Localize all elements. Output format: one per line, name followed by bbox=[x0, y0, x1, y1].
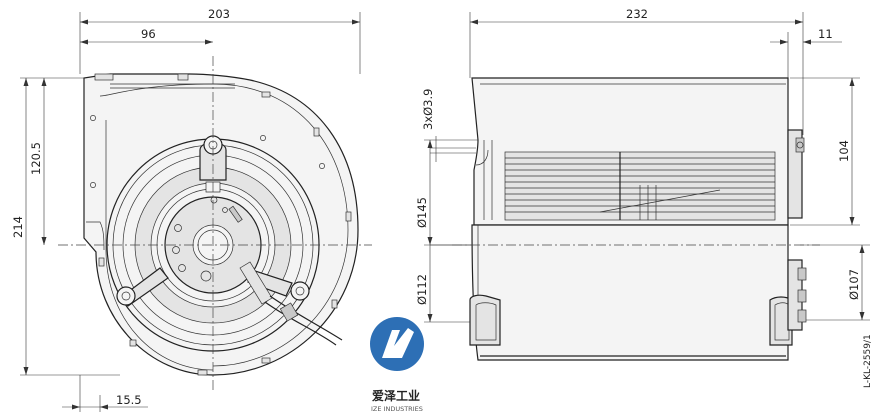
front-view: 203 96 214 120.5 15.5 bbox=[11, 7, 372, 412]
dim-120-5-label: 120.5 bbox=[29, 142, 43, 175]
impeller-blades bbox=[505, 152, 775, 220]
drawing-code: L-KL-2559/1 bbox=[863, 334, 873, 388]
dim-holes-label: 3xØ3.9 bbox=[421, 89, 435, 130]
dim-104-label: 104 bbox=[837, 140, 851, 162]
dim-112-label: Ø112 bbox=[415, 274, 429, 305]
dim-203-label: 203 bbox=[208, 7, 230, 21]
dim-107-label: Ø107 bbox=[847, 269, 861, 300]
brand-watermark: 爱泽工业 IZE INDUSTRIES bbox=[370, 317, 424, 413]
dim-214-label: 214 bbox=[11, 216, 25, 238]
brand-name-cn: 爱泽工业 bbox=[372, 388, 420, 403]
dim-145-label: Ø145 bbox=[415, 197, 429, 228]
dim-232-label: 232 bbox=[626, 7, 648, 21]
dim-15-5-label: 15.5 bbox=[116, 393, 142, 407]
dim-96-label: 96 bbox=[141, 27, 156, 41]
side-view: 232 11 104 Ø107 Ø145 3xØ3.9 bbox=[415, 7, 870, 361]
dim-11-label: 11 bbox=[818, 27, 833, 41]
brand-name-en: IZE INDUSTRIES bbox=[371, 405, 423, 413]
